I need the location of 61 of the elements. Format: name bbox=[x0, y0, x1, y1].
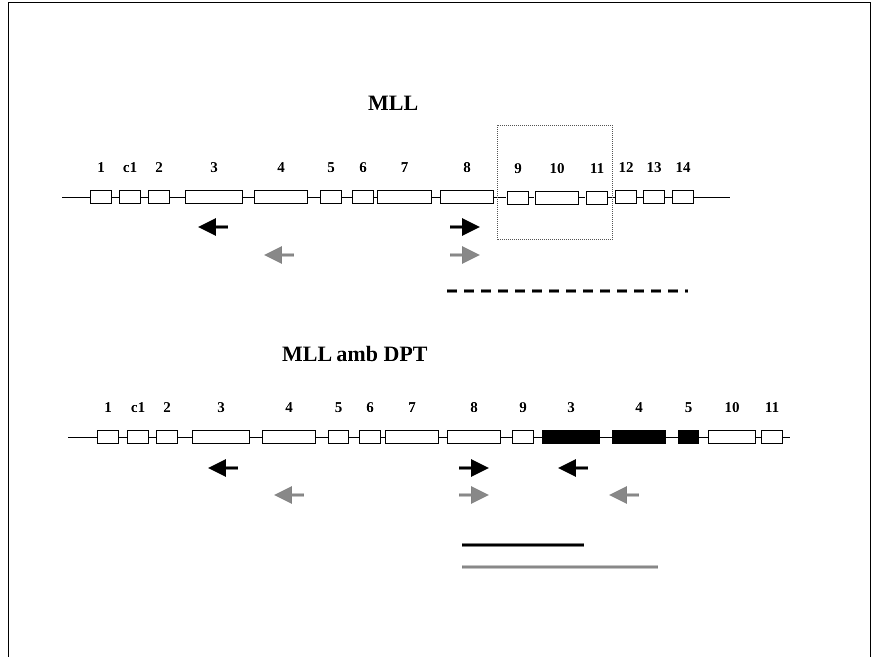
exon-number: 3 bbox=[217, 399, 225, 417]
intron-line bbox=[118, 437, 128, 438]
exon-number: 5 bbox=[327, 159, 335, 177]
intron-line bbox=[438, 437, 448, 438]
exon-number: 10 bbox=[550, 160, 564, 178]
exon-number: 14 bbox=[676, 159, 690, 177]
intron-line bbox=[62, 197, 90, 198]
exon-number: 3 bbox=[210, 159, 218, 177]
intron-line bbox=[348, 437, 360, 438]
exon-number: 7 bbox=[400, 159, 408, 177]
intron-line bbox=[756, 437, 762, 438]
gene-heading: MLL amb DPT bbox=[282, 341, 428, 367]
intron-line bbox=[342, 197, 352, 198]
intron-line bbox=[380, 437, 386, 438]
exon-number: 12 bbox=[618, 159, 634, 177]
intron-line bbox=[666, 437, 678, 438]
exon-number: 4 bbox=[635, 399, 643, 417]
exon-number: 1 bbox=[104, 399, 112, 417]
exon-number: 2 bbox=[155, 159, 163, 177]
exon-number: 5 bbox=[334, 399, 342, 417]
exon-number: 9 bbox=[514, 160, 522, 178]
intron-line bbox=[782, 437, 790, 438]
exon-number: 6 bbox=[359, 159, 367, 177]
exon-number: 4 bbox=[277, 159, 285, 177]
intron-line bbox=[432, 197, 440, 198]
intron-line bbox=[112, 197, 120, 198]
intron-line bbox=[68, 437, 98, 438]
intron-line bbox=[308, 197, 320, 198]
region-box bbox=[497, 125, 613, 240]
intron-line bbox=[600, 437, 612, 438]
exon-number: 13 bbox=[646, 159, 662, 177]
intron-line bbox=[242, 197, 254, 198]
exon-number: 3 bbox=[567, 399, 575, 417]
exon-number: 8 bbox=[463, 159, 471, 177]
intron-line bbox=[250, 437, 262, 438]
gene-heading: MLL bbox=[368, 90, 418, 116]
exon-number: 6 bbox=[366, 399, 374, 417]
exon-number: 11 bbox=[590, 160, 604, 178]
intron-line bbox=[698, 437, 708, 438]
exon-number: 9 bbox=[519, 399, 527, 417]
intron-line bbox=[170, 197, 186, 198]
exon-number: 4 bbox=[285, 399, 293, 417]
intron-line bbox=[500, 437, 512, 438]
exon-number: 7 bbox=[408, 399, 416, 417]
intron-line bbox=[178, 437, 192, 438]
exon-number: 1 bbox=[97, 159, 105, 177]
intron-line bbox=[494, 197, 506, 198]
intron-line bbox=[148, 437, 156, 438]
exon-number: c1 bbox=[130, 399, 146, 417]
intron-line bbox=[534, 437, 542, 438]
intron-line bbox=[664, 197, 672, 198]
exon-number: 2 bbox=[163, 399, 171, 417]
exon-number: 8 bbox=[470, 399, 478, 417]
exon-number: 10 bbox=[724, 399, 740, 417]
exon-number: 5 bbox=[684, 399, 692, 417]
intron-line bbox=[694, 197, 730, 198]
intron-line bbox=[140, 197, 148, 198]
intron-line bbox=[316, 437, 328, 438]
exon-number: 11 bbox=[764, 399, 780, 417]
exon-number: c1 bbox=[122, 159, 138, 177]
intron-line bbox=[636, 197, 644, 198]
